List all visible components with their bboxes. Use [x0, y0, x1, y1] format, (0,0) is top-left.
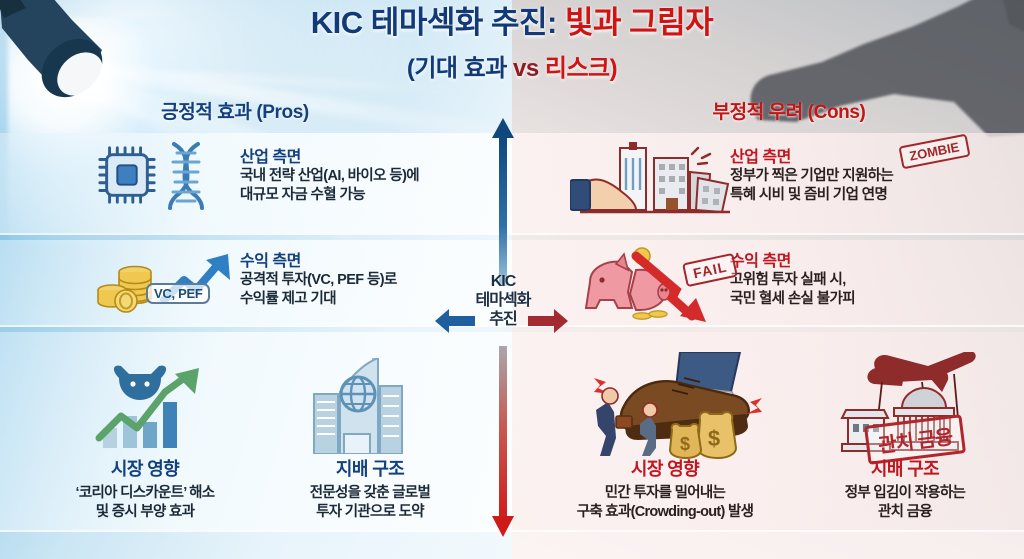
cons-bottom-market: 시장 영향 민간 투자를 밀어내는 구축 효과(Crowding-out) 발생	[540, 455, 790, 522]
pros-market-line1: ‘코리아 디스카운트’ 해소	[75, 485, 216, 501]
pros-industry-line2: 대규모 자금 수혈 가능	[240, 187, 366, 204]
up-arrow-head	[492, 118, 514, 138]
subtitle-vs: vs	[513, 55, 545, 82]
band-divider	[0, 325, 1024, 327]
center-label-line2: 테마섹화	[475, 291, 532, 309]
down-arrow-shaft	[499, 346, 507, 522]
cons-profit-line1: 고위험 투자 실패 시,	[730, 272, 846, 289]
pros-governance-line2: 투자 기관으로 도약	[316, 503, 424, 520]
center-axis-label: KIC 테마섹화 추진	[453, 273, 553, 330]
broken-piggybank-icon	[584, 247, 706, 322]
pros-industry-heading: 산업 측면	[240, 149, 301, 166]
cpu-icon	[98, 146, 156, 204]
pros-market-line2: 및 증시 부양 효과	[95, 503, 195, 520]
shoe-crushing-icon: $ $	[594, 352, 762, 460]
band-divider	[0, 233, 1024, 235]
cons-market-heading: 시장 영향	[630, 459, 700, 479]
cons-governance-line2: 관치 금융	[878, 503, 933, 520]
subtitle-accent: 리스크)	[544, 55, 618, 82]
svg-text:$: $	[680, 434, 690, 454]
hand-buildings-icon	[570, 142, 730, 214]
cons-item-industry: 산업 측면 정부가 찍은 기업만 지원하는 특혜 시비 및 즘비 기업 연명	[730, 148, 965, 205]
down-arrow-head	[492, 516, 514, 537]
center-label-line1: KIC	[490, 273, 517, 290]
pros-bottom-governance: 지배 구조 전문성을 갖춘 글로벌 투자 기관으로 도약	[255, 455, 485, 522]
title-main: KIC 테마섹화 추진:	[310, 5, 558, 40]
column-heading-pros: 긍정적 효과 (Pros)	[161, 102, 309, 123]
pros-bottom-market: 시장 영향 ‘코리아 디스카운트’ 해소 및 증시 부양 효과	[30, 455, 260, 522]
column-heading-cons: 부정적 우려 (Cons)	[712, 102, 866, 123]
svg-text:$: $	[708, 426, 720, 451]
page-title: KIC 테마섹화 추진: 빛과 그림자	[0, 5, 1024, 40]
pros-item-industry: 산업 측면 국내 전략 산업(AI, 바이오 등)에 대규모 자금 수혈 가능	[240, 148, 455, 205]
bull-chart-icon	[95, 365, 199, 448]
subtitle-main: (기대 효과	[406, 55, 514, 82]
cons-governance-line1: 정부 입김이 작용하는	[844, 485, 966, 501]
vc-pef-badge: VC, PEF	[146, 283, 211, 304]
cons-profit-line2: 국민 혈세 손실 불가피	[730, 291, 856, 308]
cons-industry-heading: 산업 측면	[730, 149, 791, 166]
cons-item-profit: 수익 측면 고위험 투자 실패 시, 국민 혈세 손실 불가피	[730, 252, 965, 309]
left-arrow-icon	[435, 309, 475, 333]
cons-profit-heading: 수익 측면	[730, 253, 791, 270]
pros-governance-line1: 전문성을 갖춘 글로벌	[309, 485, 431, 501]
center-axis: KIC 테마섹화 추진	[435, 118, 568, 552]
cons-industry-line1: 정부가 찍은 기업만 지원하는	[730, 168, 894, 185]
pros-market-heading: 시장 영향	[110, 459, 180, 479]
puppet-hand-capitol-icon	[840, 352, 976, 452]
band-left	[0, 133, 512, 233]
row-band-industry	[0, 133, 1024, 233]
pros-industry-line1: 국내 전략 산업(AI, 바이오 등)에	[240, 168, 420, 185]
coins-icon	[97, 265, 152, 313]
up-arrow-shaft	[499, 136, 507, 286]
cons-market-line1: 민간 투자를 밀어내는	[604, 485, 726, 501]
band-left	[0, 332, 512, 530]
pros-profit-heading: 수익 측면	[240, 253, 301, 270]
page-subtitle: (기대 효과 vs 리스크)	[0, 48, 1024, 83]
band-left	[0, 240, 512, 325]
cons-market-line2: 구축 효과(Crowding-out) 발생	[576, 503, 754, 520]
global-buildings-icon	[313, 358, 403, 454]
pros-governance-heading: 지배 구조	[335, 459, 405, 479]
pros-profit-line1: 공격적 투자(VC, PEF 등)로	[240, 272, 397, 289]
right-arrow-icon	[528, 309, 568, 333]
cons-industry-line2: 특혜 시비 및 즘비 기업 연명	[730, 187, 888, 204]
cons-bottom-governance: 지배 구조 정부 입김이 작용하는 관치 금융	[790, 455, 1020, 522]
cons-governance-heading: 지배 구조	[870, 459, 940, 479]
pros-profit-line2: 수익률 제고 기대	[240, 291, 337, 308]
title-accent: 빛과 그림자	[556, 5, 714, 40]
dna-icon	[168, 142, 204, 210]
center-label-line3: 추진	[489, 310, 517, 328]
pros-item-profit: 수익 측면 공격적 투자(VC, PEF 등)로 수익률 제고 기대	[240, 252, 455, 309]
